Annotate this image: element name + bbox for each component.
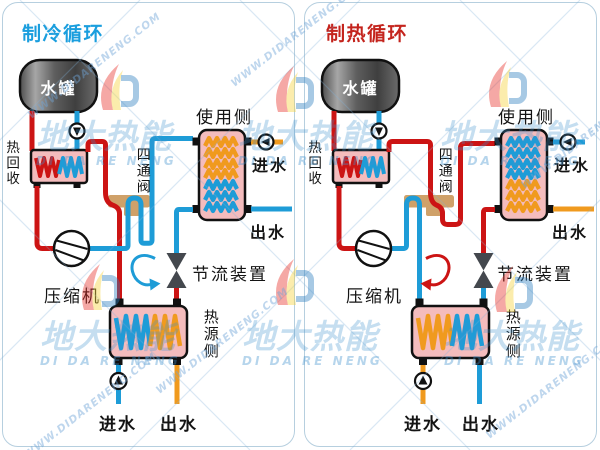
stub (419, 357, 427, 365)
use-inlet-pump (257, 133, 275, 151)
source-side-label: 热源侧 (503, 309, 522, 360)
stub (192, 137, 200, 146)
source-inlet-pump (413, 371, 433, 391)
use-side-label: 使用侧 (498, 108, 555, 128)
throttle-label: 节流装置 (497, 265, 573, 285)
tank-label: 水罐 (40, 79, 77, 98)
four-way-valve-label: 四通阀 (134, 147, 151, 195)
tank-pump (68, 122, 86, 140)
throttle-valve (473, 253, 494, 288)
tank-label: 水罐 (342, 79, 379, 98)
use-inlet-label: 进水 (554, 156, 591, 175)
use-outlet-label: 出水 (250, 223, 287, 242)
compressor-label: 压缩机 (44, 287, 101, 307)
tank-pump (370, 122, 388, 140)
throttle-label: 节流装置 (192, 265, 268, 285)
use-side-cold-coil (203, 178, 239, 214)
source-inlet-pump (109, 371, 128, 391)
compressor-symbol (354, 229, 393, 268)
use-side-hot-coil (505, 178, 541, 214)
stub (546, 205, 554, 213)
use-inlet-pump (559, 133, 577, 151)
throttle-inlet-pipe (174, 207, 193, 253)
stub (494, 205, 502, 213)
compressor-inlet-pipe (34, 186, 54, 251)
source-side-label: 热源侧 (201, 309, 220, 360)
stub (375, 182, 383, 188)
discharge-pipe (85, 139, 122, 302)
rotation-arrow (130, 253, 161, 291)
stub (173, 357, 181, 365)
stub (494, 137, 502, 146)
use-inlet-label: 进水 (252, 156, 289, 175)
use-outlet-label: 出水 (552, 223, 589, 242)
stub (244, 205, 252, 213)
throttle-valve (166, 253, 187, 288)
rotation-arrow (420, 253, 451, 291)
four-way-valve-label: 四通阀 (436, 147, 453, 195)
compressor-symbol (52, 229, 91, 268)
source-inlet-label: 进水 (404, 415, 442, 435)
stub (475, 357, 484, 365)
throttle-inlet-pipe (481, 207, 495, 253)
source-outlet-label: 出水 (160, 415, 198, 435)
heat-recovery-label: 热回收 (305, 140, 322, 187)
stub (546, 137, 554, 146)
source-outlet-label: 出水 (462, 415, 500, 435)
compressor-label: 压缩机 (346, 287, 403, 307)
stub (73, 182, 81, 188)
compressor-inlet-pipe (336, 186, 356, 251)
source-inlet-label: 进水 (99, 415, 137, 435)
heat-recovery-label: 热回收 (3, 140, 20, 187)
stub (114, 357, 123, 365)
use-side-label: 使用侧 (196, 108, 253, 128)
stub (244, 137, 252, 146)
heating-title: 制热循环 (326, 23, 409, 45)
cooling-title: 制冷循环 (22, 23, 105, 45)
stub (192, 205, 200, 213)
